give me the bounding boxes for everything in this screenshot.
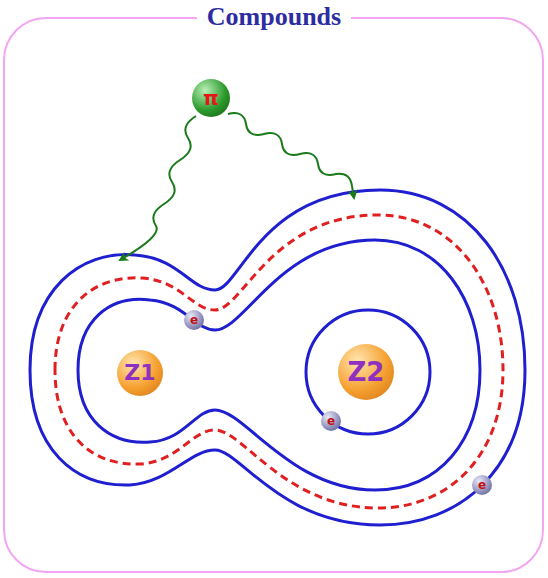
wavy-arrow: [228, 113, 354, 198]
nucleus: Z2: [338, 344, 394, 400]
outer-orbit: [30, 190, 525, 525]
node-label: Z2: [348, 359, 385, 385]
node-label: π: [203, 88, 219, 108]
electron: e: [184, 310, 204, 330]
node-label: e: [190, 314, 198, 326]
pion-sphere: π: [192, 79, 230, 117]
inner-orbit: [78, 240, 480, 490]
title-bar: Compounds: [0, 2, 548, 32]
electron: e: [321, 411, 341, 431]
title: Compounds: [197, 2, 351, 31]
wavy-arrow: [120, 116, 196, 260]
node-label: e: [327, 415, 335, 427]
frame: [4, 18, 543, 572]
nucleus: Z1: [117, 350, 163, 396]
node-label: Z1: [124, 362, 155, 384]
electron: e: [472, 475, 492, 495]
node-label: e: [478, 479, 486, 491]
z2-orbit: [306, 310, 430, 434]
